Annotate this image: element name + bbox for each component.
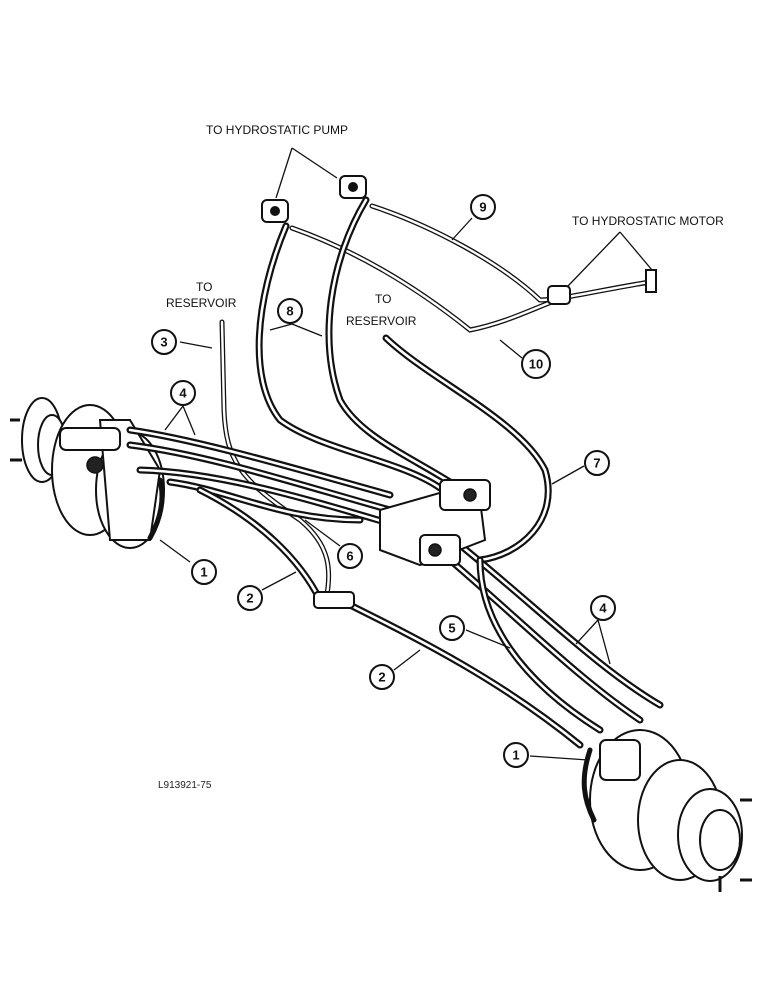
hoses-4-right (446, 541, 664, 724)
leader-pump-left (275, 147, 293, 199)
svg-text:1: 1 (200, 565, 207, 580)
callout-10: 10 (521, 349, 551, 379)
svg-text:1: 1 (512, 748, 519, 763)
callout-4-left: 4 (170, 380, 196, 406)
label-to-reservoir-left-2: RESERVOIR (166, 296, 237, 310)
svg-text:8: 8 (286, 304, 293, 319)
pump-fitting-right (339, 175, 367, 199)
leader-4-right-b (597, 619, 611, 665)
line-1-left (147, 477, 165, 541)
label-to-reservoir-mid-1: TO (375, 292, 391, 306)
hose-5 (476, 556, 604, 734)
leader-3 (179, 341, 213, 349)
leader-4-left-a (164, 405, 184, 431)
right-wheel-hub (589, 729, 752, 892)
hose-2-tee-fitting (313, 591, 355, 609)
motor-end-fitting (645, 269, 657, 293)
svg-text:4: 4 (599, 601, 607, 616)
hose-8-left (255, 222, 444, 492)
hose-2-right (346, 601, 584, 749)
callout-9: 9 (470, 194, 496, 220)
leader-8-b (291, 323, 323, 337)
label-to-reservoir-left-1: TO (196, 280, 212, 294)
leader-2-left (261, 571, 297, 591)
callout-6: 6 (337, 543, 363, 569)
leader-4-left-b (182, 405, 196, 436)
control-valve (379, 479, 491, 567)
left-wheel-hub (10, 397, 165, 549)
svg-text:2: 2 (378, 670, 385, 685)
leader-1-left (159, 539, 191, 563)
hose-7 (382, 334, 552, 564)
callout-1-right: 1 (503, 742, 529, 768)
pump-fitting-left (261, 199, 289, 223)
svg-text:6: 6 (346, 549, 353, 564)
leader-5 (465, 629, 511, 649)
tube-9 (369, 203, 653, 303)
callout-4-right: 4 (590, 595, 616, 621)
callout-7: 7 (584, 450, 610, 476)
label-to-hydrostatic-pump: TO HYDROSTATIC PUMP (206, 123, 348, 137)
leader-8-a (269, 323, 293, 331)
hose-2-left (196, 486, 324, 604)
figure-id: L913921-75 (158, 780, 212, 791)
callout-3: 3 (151, 329, 177, 355)
svg-text:3: 3 (160, 335, 167, 350)
hose-8-right (325, 196, 474, 499)
leader-7 (551, 465, 585, 485)
leader-10 (499, 339, 523, 359)
callout-2-right: 2 (369, 664, 395, 690)
callout-2-left: 2 (237, 585, 263, 611)
leader-motor-left (567, 231, 621, 287)
leader-motor-right (619, 231, 653, 271)
svg-text:2: 2 (246, 591, 253, 606)
leader-2-right (393, 649, 421, 671)
motor-fitting (547, 285, 571, 305)
svg-text:7: 7 (593, 456, 600, 471)
svg-text:9: 9 (479, 200, 486, 215)
leader-9 (451, 217, 473, 241)
leader-6 (304, 519, 341, 547)
line-1-right (581, 747, 597, 823)
svg-text:10: 10 (529, 357, 543, 372)
hose-6 (166, 478, 364, 524)
svg-text:5: 5 (448, 621, 455, 636)
svg-text:4: 4 (179, 386, 187, 401)
label-to-reservoir-mid-2: RESERVOIR (346, 314, 417, 328)
leader-1-right (529, 755, 589, 761)
leader-pump-right (291, 147, 338, 179)
callout-8: 8 (277, 298, 303, 324)
callout-1-left: 1 (191, 559, 217, 585)
label-to-hydrostatic-motor: TO HYDROSTATIC MOTOR (572, 214, 724, 228)
leader-4-right-a (575, 619, 599, 645)
callout-5: 5 (439, 615, 465, 641)
hoses-4-left (126, 426, 399, 529)
